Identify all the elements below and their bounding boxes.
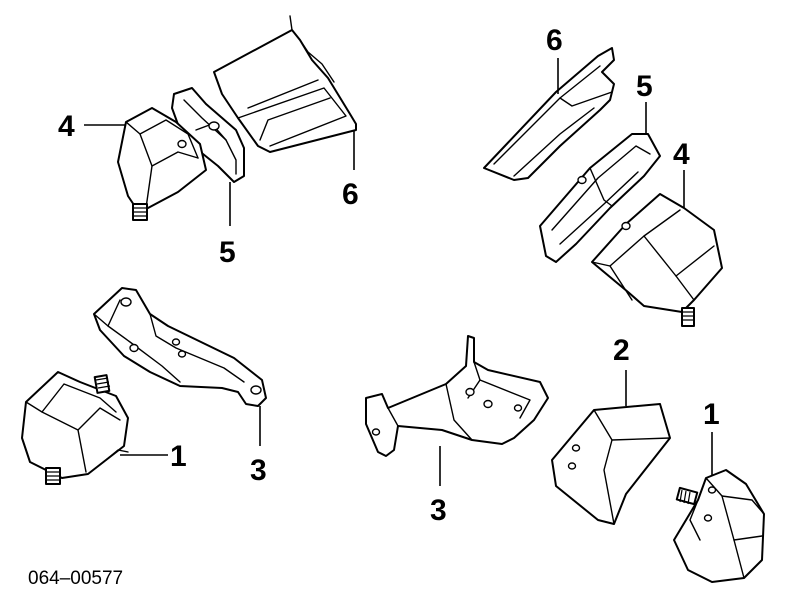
part-4-mount-top-left bbox=[117, 107, 207, 221]
part-code-label: 064–00577 bbox=[28, 568, 123, 589]
part-6-shield-plate-top-right bbox=[483, 47, 615, 181]
part-6-heat-shield-top-left bbox=[213, 15, 357, 153]
part-2-spacer-block bbox=[551, 403, 671, 525]
callout-tr-6: 6 bbox=[546, 24, 563, 57]
callout-tl-6: 6 bbox=[342, 178, 359, 211]
part-5-insulator-top-left bbox=[171, 87, 245, 183]
part-1-mount-left bbox=[21, 371, 129, 485]
part-4-mount-top-right bbox=[591, 193, 723, 327]
callout-tl-4: 4 bbox=[58, 110, 75, 143]
callout-br-2: 2 bbox=[613, 334, 630, 367]
callout-tr-4: 4 bbox=[673, 138, 690, 171]
part-3-frame-bracket-left bbox=[93, 287, 267, 407]
part-3-frame-bracket-center bbox=[365, 335, 549, 457]
callout-tl-5: 5 bbox=[219, 236, 236, 269]
callout-tr-5: 5 bbox=[636, 70, 653, 103]
part-5-insulator-top-right bbox=[539, 133, 661, 263]
callout-bc-3: 3 bbox=[430, 494, 447, 527]
callout-br-1: 1 bbox=[703, 398, 720, 431]
part-1-mount-right bbox=[673, 469, 765, 583]
callout-bl-1: 1 bbox=[170, 440, 187, 473]
callout-bl-3: 3 bbox=[250, 454, 267, 487]
